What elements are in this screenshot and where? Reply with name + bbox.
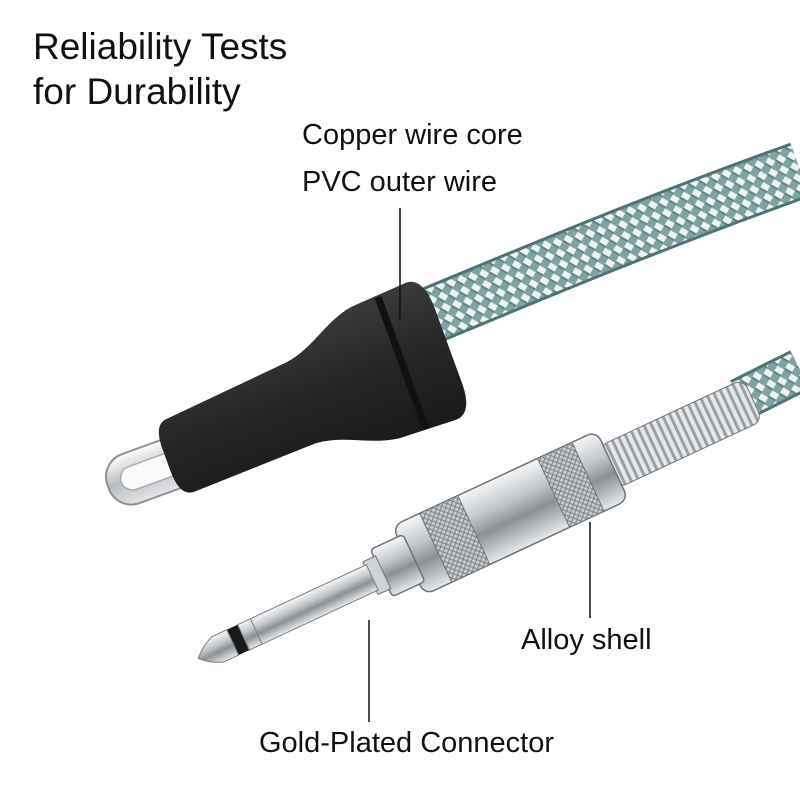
label-pvc-outer-wire: PVC outer wire <box>302 166 498 198</box>
usb-c-connector <box>105 281 467 506</box>
audio-jack-connector <box>197 381 760 663</box>
label-gold-plated-connector: Gold-Plated Connector <box>259 727 554 759</box>
braided-cable-upper <box>408 142 800 347</box>
label-alloy-shell: Alloy shell <box>521 624 652 656</box>
title-line-2: for Durability <box>33 71 241 112</box>
label-copper-wire-core: Copper wire core <box>302 119 523 151</box>
title-line-1: Reliability Tests <box>33 26 288 67</box>
page-title: Reliability Tests for Durability <box>33 24 287 114</box>
